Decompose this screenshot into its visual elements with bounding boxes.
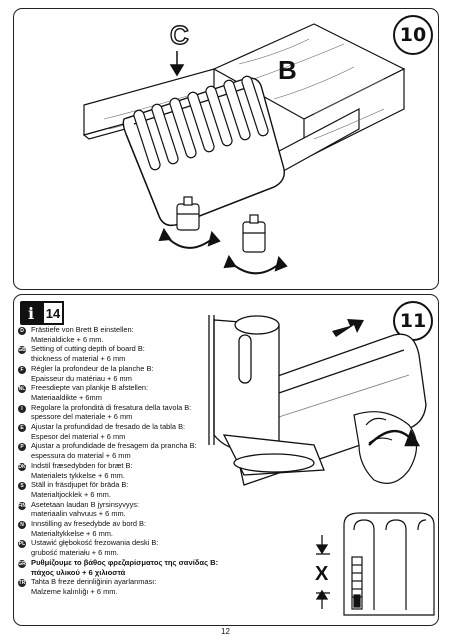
uk-flag-icon: GB	[18, 346, 26, 355]
instruction-line: Indstil fræsedybden for bræt B:	[31, 460, 133, 470]
instruction-text: Ρυθμίζουμε το βάθος φρεζαρίσματος της σα…	[31, 558, 218, 577]
rotation-arrow-left	[158, 227, 221, 249]
step-11-panel: 11 i 14	[13, 294, 439, 626]
polish-flag-icon: PL	[18, 540, 26, 549]
info-reference: i 14	[20, 301, 64, 325]
instruction-item: P Ajustar a profundidade de fresagem da p…	[18, 441, 238, 460]
router-base	[222, 434, 325, 476]
page-number: 12	[221, 627, 230, 636]
instruction-item: TR Tahta B freze derinliğinin ayarlanması…	[18, 577, 238, 596]
french-flag-icon: F	[18, 365, 26, 374]
instruction-text: Ajustar a profundidade de fresagem da pr…	[31, 441, 197, 460]
instruction-item: E Ajustar la profundidad de fresado de la…	[18, 422, 238, 441]
instruction-item: NL Freesdiepte van plankje B afstellen:Ma…	[18, 383, 238, 402]
instruction-text: Tahta B freze derinliğinin ayarlanması:M…	[31, 577, 156, 596]
instruction-line: Materialdicke + 6 mm.	[31, 334, 104, 344]
instruction-item: I Regolare la profondità di fresatura del…	[18, 403, 238, 422]
dimension-label-x: X	[315, 563, 329, 585]
dimension-arrows	[315, 535, 330, 609]
rotation-arrow	[368, 429, 421, 447]
instruction-line: espessura do material + 6 mm	[31, 451, 131, 461]
norwegian-flag-icon: N	[18, 521, 26, 530]
instruction-line: Setting of cutting depth of board B:	[31, 344, 145, 354]
instruction-text: Régler la profondeur de la planche B:Epa…	[31, 364, 153, 383]
swedish-flag-icon: S	[18, 482, 26, 491]
instruction-item: FIN Asetetaan laudan B jyrsinsyvyys:mater…	[18, 500, 238, 519]
instruction-item: D Frästiefe von Brett B einstellen:Materi…	[18, 325, 238, 344]
instruction-line: Malzeme kalınlığı + 6 mm.	[31, 586, 118, 596]
instruction-text: Ställ in fräsdjupet för bräda B:Material…	[31, 480, 128, 499]
greek-flag-icon: GR	[18, 559, 26, 568]
instruction-line: Ustawić głębokość frezowania deski B:	[31, 538, 159, 548]
instruction-line: Tahta B freze derinliğinin ayarlanması:	[31, 577, 157, 587]
info-icon: i	[20, 301, 42, 325]
instruction-line: Epaisseur du matériau + 6 mm	[31, 373, 132, 383]
step-number-badge: 10	[393, 15, 433, 55]
direction-arrow	[332, 319, 364, 337]
portuguese-flag-icon: P	[18, 443, 26, 452]
depth-gauge-inset	[343, 512, 435, 616]
step-number-badge: 11	[393, 301, 433, 341]
instruction-line: Materiaaldikte + 6mm	[31, 392, 102, 402]
instruction-item: GR Ρυθμίζουμε το βάθος φρεζαρίσματος της …	[18, 558, 238, 577]
instruction-line: grubość materiału + 6 mm.	[31, 548, 119, 558]
instruction-line: πάχος υλικού + 6 χιλιοστά	[31, 567, 126, 577]
instruction-text: Setting of cutting depth of board B:thic…	[31, 344, 145, 363]
instruction-line: thickness of material + 6 mm	[31, 354, 126, 364]
italian-flag-icon: I	[18, 404, 26, 413]
rotation-arrow-right	[223, 254, 288, 275]
adjustment-knob-left	[176, 196, 200, 231]
instruction-text: Regolare la profondità di fresatura dell…	[31, 403, 191, 422]
instruction-line: Ställ in fräsdjupet för bräda B:	[31, 480, 129, 490]
instruction-line: Materialtjocklek + 6 mm.	[31, 489, 111, 499]
instruction-line: Espesor del material + 6 mm	[31, 431, 126, 441]
instruction-line: spessore del materiale + 6 mm	[31, 412, 133, 422]
instruction-text: Ustawić głębokość frezowania deski B:gru…	[31, 538, 158, 557]
instruction-line: Frästiefe von Brett B einstellen:	[31, 325, 134, 334]
instruction-item: N Innstilling av fresedybde av bord B:Mat…	[18, 519, 238, 538]
instruction-line: Regolare la profondità di fresatura dell…	[31, 402, 192, 412]
step-10-panel: 10	[13, 8, 439, 290]
dutch-flag-icon: NL	[18, 385, 26, 394]
danish-flag-icon: DK	[18, 462, 26, 471]
instruction-text: Asetetaan laudan B jyrsinsyvyys:materiaa…	[31, 500, 139, 519]
instruction-item: DK Indstil fræsedybden for bræt B:Materia…	[18, 461, 238, 480]
jig-fingers	[133, 75, 269, 171]
instruction-text: Innstilling av fresedybde av bord B:Mate…	[31, 519, 146, 538]
label-b: B	[278, 55, 297, 85]
instruction-line: Ajustar a profundidade de fresagem da pr…	[31, 441, 197, 451]
info-reference-number: 14	[42, 301, 64, 325]
instruction-line: Régler la profondeur de la planche B:	[31, 363, 154, 373]
instruction-line: Innstilling av fresedybde av bord B:	[31, 519, 147, 529]
instruction-line: Materialets tykkelse + 6 mm.	[31, 470, 125, 480]
c-direction-arrow	[169, 51, 185, 77]
jig-setup-illustration: C B	[82, 19, 406, 275]
instruction-line: materiaalin vahvuus + 6 mm.	[31, 509, 126, 519]
instruction-item: F Régler la profondeur de la planche B:Ep…	[18, 364, 238, 383]
instruction-item: PL Ustawić głębokość frezowania deski B:g…	[18, 538, 238, 557]
instruction-line: Ajustar la profundidad de fresado de la …	[31, 422, 186, 432]
instruction-item: S Ställ in fräsdjupet för bräda B:Materia…	[18, 480, 238, 499]
finnish-flag-icon: FIN	[17, 501, 27, 510]
instruction-line: Ρυθμίζουμε το βάθος φρεζαρίσματος της σα…	[31, 557, 219, 567]
instruction-line: Freesdiepte van plankje B afstellen:	[31, 383, 149, 393]
hand-illustration	[353, 411, 418, 484]
instruction-text: Ajustar la profundidad de fresado de la …	[31, 422, 185, 441]
instruction-text: Frästiefe von Brett B einstellen:Materia…	[31, 325, 134, 344]
instruction-item: GB Setting of cutting depth of board B:th…	[18, 344, 238, 363]
german-flag-icon: D	[18, 327, 26, 335]
instruction-line: Asetetaan laudan B jyrsinsyvyys:	[31, 499, 140, 509]
router-depth-illustration: X	[208, 315, 435, 616]
label-c: C	[170, 20, 189, 50]
instruction-text: Indstil fræsedybden for bræt B:Materiale…	[31, 461, 132, 480]
instruction-line: Materialtykkelse + 6 mm.	[31, 528, 113, 538]
instruction-text: Freesdiepte van plankje B afstellen:Mate…	[31, 383, 148, 402]
turkish-flag-icon: TR	[18, 579, 26, 588]
adjustment-knob-right	[242, 214, 266, 253]
spanish-flag-icon: E	[18, 424, 26, 433]
